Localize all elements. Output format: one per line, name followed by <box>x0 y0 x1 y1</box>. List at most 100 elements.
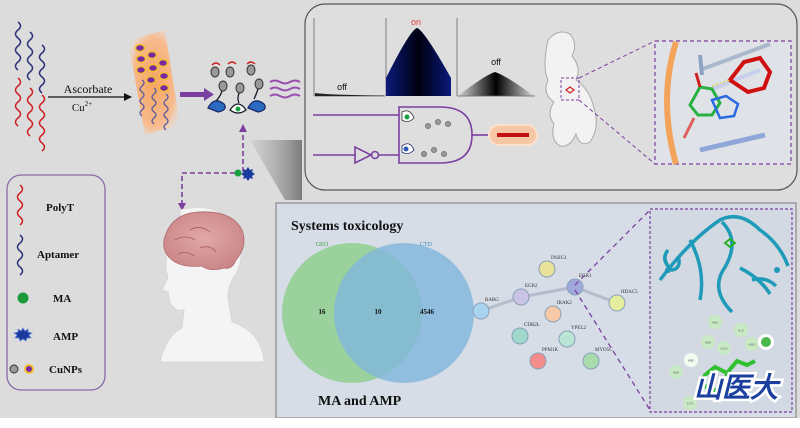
network-node-rarg: RARG <box>472 298 499 320</box>
signal-label-on: on <box>411 17 421 27</box>
network-node-label: RARG <box>485 298 499 303</box>
amp-molecule-icon <box>241 167 255 181</box>
residue-label: ARG <box>748 343 756 347</box>
aptamer-strand-icon <box>16 234 24 276</box>
venn-circle-ctd <box>334 243 474 383</box>
legend-item-amp: AMP <box>13 327 78 343</box>
zoom-lines-bottom <box>574 209 651 411</box>
network-node-circle <box>566 278 584 296</box>
network-node-label: HDAC5 <box>621 290 638 295</box>
residue-label: SER <box>673 371 680 375</box>
logo-text: 山医大 <box>694 373 781 404</box>
and-gate <box>313 106 488 165</box>
ma-dot-icon <box>17 292 29 304</box>
cunps-template-cluster <box>128 30 180 135</box>
network-node-circle <box>529 352 547 370</box>
projection-shadow <box>250 140 302 200</box>
venn-label-ctd: CTD <box>420 242 433 248</box>
zoom-lines-top <box>578 40 656 165</box>
residue-ile <box>734 323 748 337</box>
venn-value-overlap: 10 <box>375 308 383 316</box>
residue-label: ARG <box>711 321 719 325</box>
network-node-label: EGR1 <box>579 274 592 279</box>
legend-item-aptamer: Aptamer <box>16 234 79 276</box>
network-node-circle <box>538 260 556 278</box>
residue-lys <box>683 396 697 410</box>
polyt-strand-icon <box>16 184 24 226</box>
legend-item-cunps: CuNPs <box>9 364 83 376</box>
docking-inset-top <box>654 40 792 165</box>
network-node-ypel2: YPEL2 <box>558 326 587 348</box>
residue-label: SER <box>705 341 712 345</box>
network-node-circle <box>512 288 530 306</box>
toxicology-title: Systems toxicology <box>291 219 403 234</box>
signal-label-off-1: off <box>337 82 347 92</box>
venn-label-geo: GEO <box>316 242 329 248</box>
residue-ser <box>669 365 683 379</box>
svg-text:Aptamer: Aptamer <box>37 249 79 261</box>
network-node-egr1: EGR1 <box>566 274 592 296</box>
legend-item-polyt: PolyT <box>16 184 75 226</box>
toxicology-subtitle: MA and AMP <box>318 394 402 409</box>
university-logo: 山医大 山医大 <box>691 371 783 407</box>
network-node-ppm1k: PPM1K <box>529 348 559 370</box>
signal-chart-off-1 <box>313 18 385 97</box>
network-node-label: IRAK2 <box>557 301 572 306</box>
network-node-circle <box>544 305 562 323</box>
residue-label: PHE <box>688 359 695 363</box>
output-signal-bar <box>488 124 538 146</box>
residue-gln <box>717 341 731 355</box>
network-node-circle <box>558 330 576 348</box>
venn-value-ctd-only: 4546 <box>420 308 435 316</box>
network-node-label: CDR2L <box>524 323 540 328</box>
dashed-arrow <box>181 130 244 205</box>
network-node-label: PPM1K <box>542 348 559 353</box>
network-node-egr2: EGR2 <box>512 284 538 306</box>
purple-arrow <box>180 88 214 101</box>
cunps-icon <box>9 364 34 374</box>
residue-label: GLN <box>720 347 728 351</box>
residue-label: LYS <box>687 402 693 406</box>
signal-waves <box>269 79 301 99</box>
signal-chart-on <box>385 18 451 96</box>
network-node-circle <box>582 352 600 370</box>
dna-strands <box>14 21 46 152</box>
residue-arg <box>708 315 722 329</box>
svg-text:PolyT: PolyT <box>46 202 75 214</box>
aptamer-surface-structure <box>544 31 597 147</box>
network-node-label: YPEL2 <box>571 326 587 331</box>
signal-label-off-2: off <box>491 57 501 67</box>
network-node-hdac5: HDAC5 <box>608 290 638 312</box>
network-node-circle <box>472 302 490 320</box>
residue-phe <box>684 353 698 367</box>
amp-star-icon <box>13 327 33 342</box>
venn-value-geo-only: 16 <box>319 308 327 316</box>
svg-text:山医大: 山医大 <box>694 373 781 404</box>
residue-ser <box>701 335 715 349</box>
network-node-label: EGR2 <box>525 284 538 289</box>
network-node-circle <box>511 327 529 345</box>
venn-diagram: GEO CTD 16 10 4546 <box>282 242 474 383</box>
network-node-label: INSIG1 <box>551 256 567 261</box>
dashed-arrow-head-down <box>178 203 186 211</box>
svg-text:AMP: AMP <box>53 331 78 343</box>
network-node-label: MYO5C <box>595 348 613 353</box>
legend-box <box>6 174 106 391</box>
bottom-margin <box>0 418 800 423</box>
ma-molecule-icon <box>234 169 242 177</box>
network-node-cdr2l: CDR2L <box>511 323 540 345</box>
signal-chart-off-2 <box>456 18 535 97</box>
human-head-illustration <box>159 207 265 363</box>
reaction-label: Ascorbate <box>64 82 113 96</box>
svg-text:CuNPs: CuNPs <box>49 364 83 376</box>
network-node-insig1: INSIG1 <box>538 256 567 278</box>
dashed-arrow-head-up <box>239 124 247 132</box>
legend-item-ma: MA <box>17 292 71 305</box>
residue-arg <box>745 337 759 351</box>
network-node-myo5c: MYO5C <box>582 348 613 370</box>
gate-internals <box>401 110 451 157</box>
